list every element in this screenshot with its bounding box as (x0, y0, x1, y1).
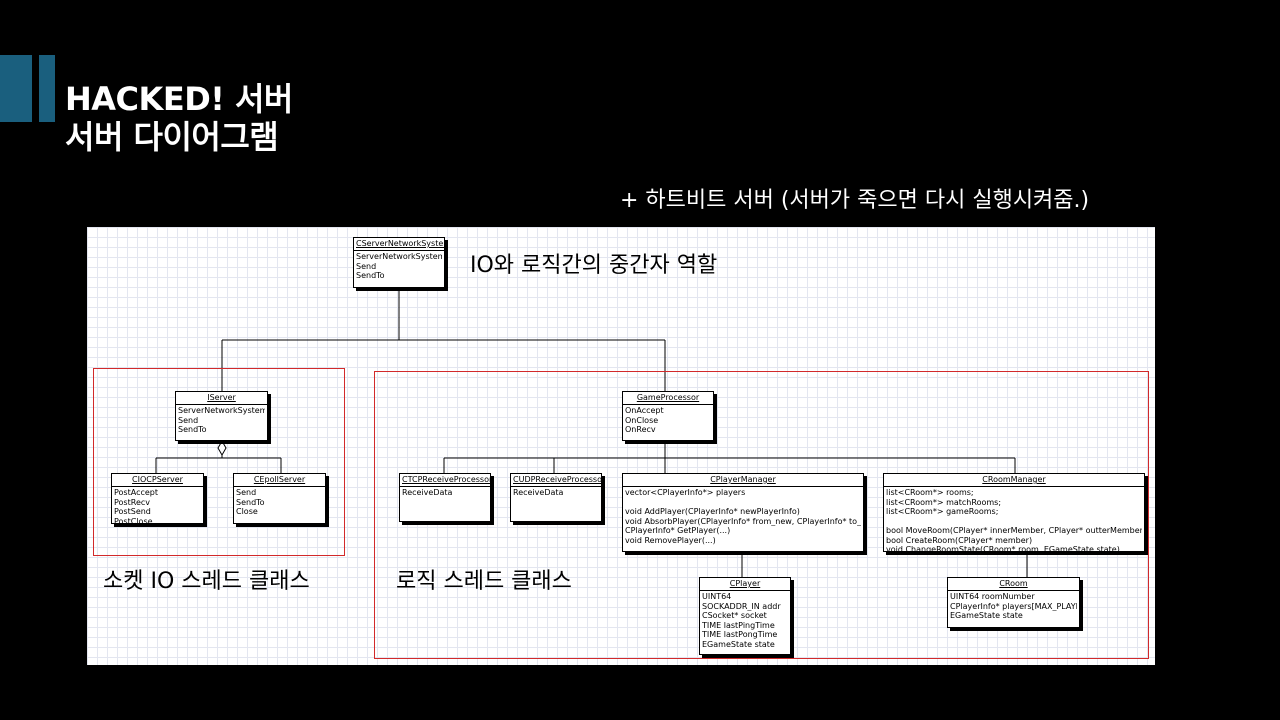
class-name: CUDPReceiveProcessor (511, 474, 601, 487)
title-line-2: 서버 다이어그램 (65, 118, 279, 156)
class-name: CRoom (948, 578, 1079, 591)
accent-bar-left (0, 55, 32, 122)
class-cplayer: CPlayer UINT64 SOCKADDR_IN addr CSocket*… (699, 577, 791, 655)
class-member: OnAccept (625, 406, 664, 415)
connector-lines (155, 288, 1028, 577)
class-ctcpreceiveprocessor: CTCPReceiveProcessor ReceiveData (399, 473, 491, 522)
class-member: OnClose (625, 415, 659, 425)
class-member: Send (236, 488, 257, 497)
uml-diagram-canvas: IO와 로직간의 중간자 역할 소켓 IO 스레드 클래스 로직 스레드 클래스… (87, 227, 1155, 665)
class-member: SendTo (356, 271, 385, 280)
class-member: PostSend (114, 507, 151, 516)
class-member: bool CreateRoom(CPlayer* member) (886, 535, 1033, 545)
class-name: CServerNetworkSystem (354, 238, 444, 251)
slide-title: HACKED! 서버 서버 다이어그램 (65, 80, 293, 156)
class-member: UINT64 roomNumber (950, 592, 1035, 601)
class-member: TIME lastPongTime (702, 630, 778, 639)
class-member: CSocket* socket (702, 611, 767, 620)
class-name: CPlayer (700, 578, 790, 591)
class-member: void AbsorbPlayer(CPlayerInfo* from_new,… (625, 516, 861, 526)
class-member: CPlayerInfo* GetPlayer(...) (625, 526, 731, 535)
accent-bar-right (39, 55, 55, 122)
class-member: list<CRoom*> gameRooms; (886, 507, 999, 516)
class-gameprocessor: GameProcessor OnAccept OnClose OnRecv (622, 391, 714, 441)
logic-region-label: 로직 스레드 클래스 (396, 569, 572, 594)
class-member: SOCKADDR_IN addr (702, 601, 781, 611)
class-name: CIOCPServer (112, 474, 203, 487)
class-member: ServerNetworkSystem (356, 252, 442, 261)
class-member: void RemovePlayer(...) (625, 535, 716, 545)
class-member: EGameState state (702, 639, 775, 649)
class-member: OnRecv (625, 425, 656, 434)
class-member (886, 517, 1142, 527)
mediator-annotation: IO와 로직간의 중간자 역할 (470, 253, 718, 278)
class-croom: CRoom UINT64 roomNumber CPlayerInfo* pla… (947, 577, 1080, 628)
class-member: TIME lastPingTime (702, 620, 775, 630)
class-member: ReceiveData (513, 488, 564, 497)
class-member: Send (178, 415, 199, 425)
class-member: ReceiveData (402, 488, 453, 497)
class-member: Close (236, 507, 258, 516)
socket-io-thread-region (93, 368, 345, 556)
class-member: PostClose (114, 516, 153, 526)
class-member: PostAccept (114, 488, 159, 497)
class-name: GameProcessor (623, 392, 713, 405)
class-member (625, 498, 861, 508)
class-iserver: IServer ServerNetworkSystem Send SendTo (175, 391, 268, 441)
class-member: CPlayerInfo* players[MAX_PLAYER] (950, 601, 1077, 611)
class-member: ServerNetworkSystem (178, 406, 265, 415)
class-member: Send (356, 261, 377, 271)
socket-io-region-label: 소켓 IO 스레드 클래스 (103, 569, 310, 594)
class-cudpreceiveprocessor: CUDPReceiveProcessor ReceiveData (510, 473, 602, 522)
class-croommanager: CRoomManager list<CRoom*> rooms; list<CR… (883, 473, 1145, 554)
class-ciocpserver: CIOCPServer PostAccept PostRecv PostSend… (111, 473, 204, 526)
class-name: CPlayerManager (623, 474, 863, 487)
class-member: void ChangeRoomState(CRoom* room, EGameS… (886, 545, 1120, 554)
class-member: list<CRoom*> rooms; (886, 488, 974, 497)
heartbeat-note: + 하트비트 서버 (서버가 죽으면 다시 실행시켜줌.) (620, 188, 1090, 213)
class-cservernetworksystem: CServerNetworkSystem ServerNetworkSystem… (353, 237, 445, 288)
class-member: vector<CPlayerInfo*> players (625, 488, 746, 497)
class-name: CTCPReceiveProcessor (400, 474, 490, 487)
class-member: PostRecv (114, 497, 150, 507)
class-cplayermanager: CPlayerManager vector<CPlayerInfo*> play… (622, 473, 864, 552)
class-name: CEpollServer (234, 474, 325, 487)
class-member: bool MoveRoom(CPlayer* innerMember, CPla… (886, 526, 1142, 535)
class-member: SendTo (236, 497, 265, 507)
class-member: SendTo (178, 425, 207, 434)
logic-thread-region (374, 371, 1149, 659)
class-member: UINT64 (702, 592, 732, 601)
class-cepollserver: CEpollServer Send SendTo Close (233, 473, 326, 524)
class-member: void AddPlayer(CPlayerInfo* newPlayerInf… (625, 507, 800, 516)
title-line-1: HACKED! 서버 (65, 80, 293, 118)
class-member: EGameState state (950, 611, 1023, 620)
class-name: IServer (176, 392, 267, 405)
class-name: CRoomManager (884, 474, 1144, 487)
aggregation-diamond (217, 439, 227, 457)
class-member: list<CRoom*> matchRooms; (886, 497, 1002, 507)
